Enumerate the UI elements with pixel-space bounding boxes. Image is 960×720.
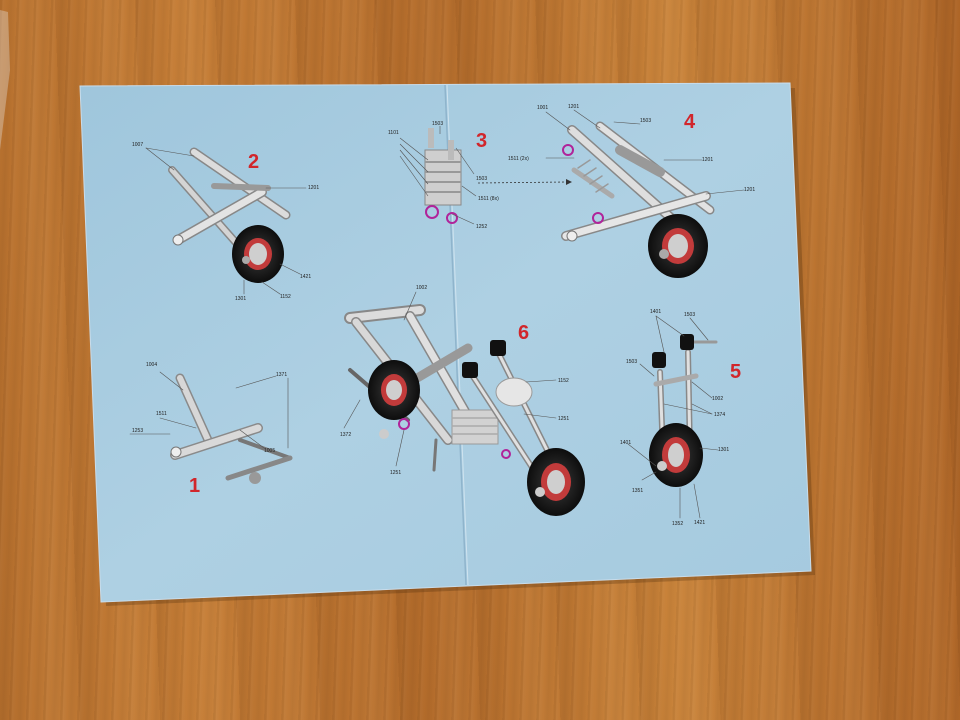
step-5-label-1374: 1374	[714, 412, 725, 418]
step-number-6: 6	[518, 322, 529, 344]
step-4-label-1201-right: 1201	[744, 187, 755, 193]
step-5-label-1401: 1401	[620, 440, 631, 446]
step-6-label-1002: 1002	[416, 285, 427, 291]
step-5-label-1503-left: 1503	[626, 359, 637, 365]
step-3-label-1101: 1101	[388, 130, 399, 136]
step-number-4: 4	[684, 111, 696, 133]
step-3-label-1511: 1511 (8x)	[478, 196, 499, 202]
step-5-diagram	[627, 315, 719, 519]
step-1-label-1511: 1511	[156, 411, 167, 417]
step-4-label-1503: 1503	[640, 118, 651, 124]
step-4-label-1201-top: 1201	[568, 104, 579, 110]
step-1-label-1253: 1253	[132, 428, 143, 434]
step-2-label-1421: 1421	[300, 274, 311, 280]
step-3-label-1252: 1252	[476, 224, 487, 230]
step-6-diagram	[343, 291, 585, 516]
step-5-label-1503: 1503	[684, 312, 695, 318]
insertion-arrow	[477, 181, 567, 184]
step-6-label-1372: 1372	[340, 432, 351, 438]
step-6-label-1152: 1152	[558, 378, 569, 384]
step-5-label-1301: 1301	[718, 447, 729, 453]
step-5-label-1002: 1002	[712, 396, 723, 402]
step-number-1: 1	[189, 475, 200, 497]
step-2-label-1152: 1152	[280, 294, 291, 300]
step-number-5: 5	[730, 361, 741, 383]
step-6-label-1251-right: 1251	[558, 416, 569, 422]
step-2-label-1301: 1301	[235, 296, 246, 302]
step-3-label-1503-top: 1503	[432, 121, 443, 127]
step-5-label-1421: 1421	[694, 520, 705, 526]
step-5-label-1351: 1351	[632, 488, 643, 494]
step-1-diagram	[129, 371, 293, 484]
step-2-label-1007: 1007	[132, 142, 143, 148]
step-1-label-1005: 1005	[264, 448, 275, 454]
step-5-label-1401-top: 1401	[650, 309, 661, 315]
step-1-label-1004: 1004	[146, 362, 157, 368]
step-3-label-1503: 1503	[476, 176, 487, 182]
instruction-sheet	[79, 82, 812, 603]
plastic-bag-corner	[0, 10, 10, 150]
step-4-diagram	[545, 109, 745, 278]
step-number-2: 2	[248, 151, 259, 173]
step-6-label-1251-bottom: 1251	[390, 470, 401, 476]
step-1-label-1371: 1371	[276, 372, 287, 378]
step-4-label-1201-mid: 1201	[702, 157, 713, 163]
step-5-label-1352: 1352	[672, 521, 683, 527]
step-2-label-1201: 1201	[308, 185, 319, 191]
step-number-3: 3	[476, 130, 487, 152]
step-4-label-1001: 1001	[537, 105, 548, 111]
step-3-diagram	[399, 126, 477, 225]
step-2-diagram	[145, 147, 307, 295]
step-4-label-1511: 1511 (2x)	[508, 156, 529, 162]
